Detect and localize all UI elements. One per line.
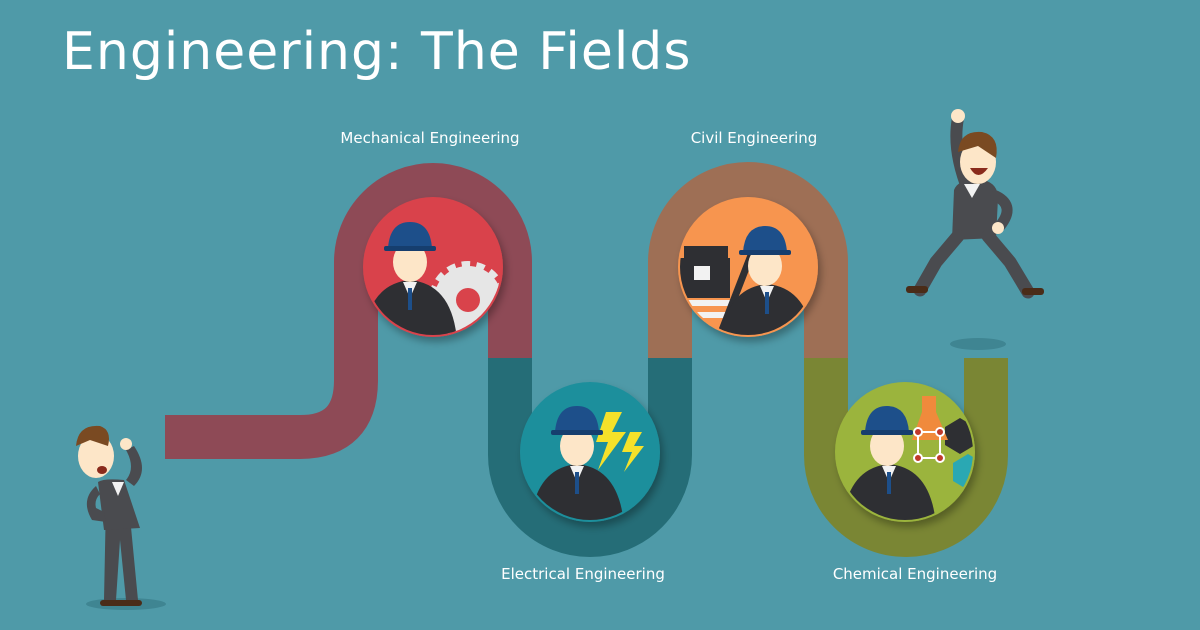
path-segment-mechanical — [165, 163, 532, 459]
path-segment-electrical — [488, 358, 692, 557]
chemical-badge — [835, 382, 975, 522]
molecule-icon — [912, 396, 973, 490]
path-segment-civil — [648, 162, 848, 358]
field-label-electrical: Electrical Engineering — [501, 565, 665, 583]
mechanical-badge — [363, 197, 503, 337]
civil-badge — [678, 197, 818, 337]
electrical-badge — [520, 382, 660, 522]
field-label-civil: Civil Engineering — [690, 129, 818, 147]
field-label-mechanical: Mechanical Engineering — [340, 129, 520, 147]
path-segment-chemical — [804, 358, 1008, 557]
lightning-icon — [596, 412, 644, 472]
winding-path — [165, 162, 1008, 557]
page-title: Engineering: The Fields — [62, 22, 692, 82]
happy-person-illustration — [906, 109, 1044, 350]
confused-person-illustration — [76, 425, 166, 610]
field-label-chemical: Chemical Engineering — [832, 565, 998, 583]
